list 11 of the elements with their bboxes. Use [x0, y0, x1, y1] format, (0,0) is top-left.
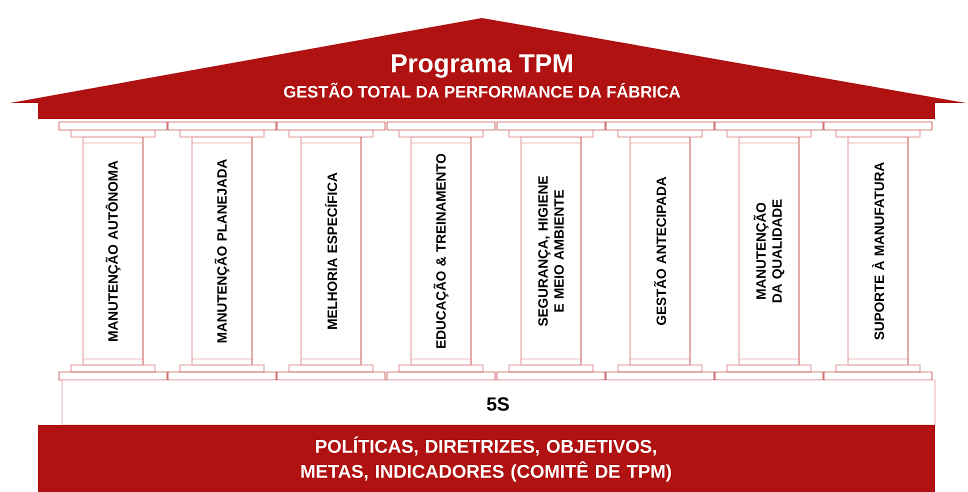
foundation-band: POLÍTICAS, DIRETRIZES, OBJETIVOS, METAS, INDICADORES (COMITÊ DE TPM)	[38, 425, 935, 492]
pillar: EDUCAÇÃO & TREINAMENTO	[386, 122, 496, 380]
pillar: SUPORTE À MANUFATURA	[824, 122, 932, 380]
pillar: MANUTENÇÃO PLANEJADA	[168, 122, 276, 380]
pillar: SEGURANÇA, HIGIENE E MEIO AMBIENTE	[496, 122, 606, 380]
base-step: 5S	[62, 380, 936, 426]
pillar: MELHORIA ESPECÍFICA	[276, 122, 386, 380]
pillar: MANUTENÇÃO AUTÔNOMA	[58, 122, 168, 380]
pillar: GESTÃO ANTECIPADA	[606, 122, 714, 380]
pillar: MANUTENÇÃO DA QUALIDADE	[714, 122, 824, 380]
roof: Programa TPM GESTÃO TOTAL DA PERFORMANCE DA FÁBRICA	[10, 18, 966, 119]
